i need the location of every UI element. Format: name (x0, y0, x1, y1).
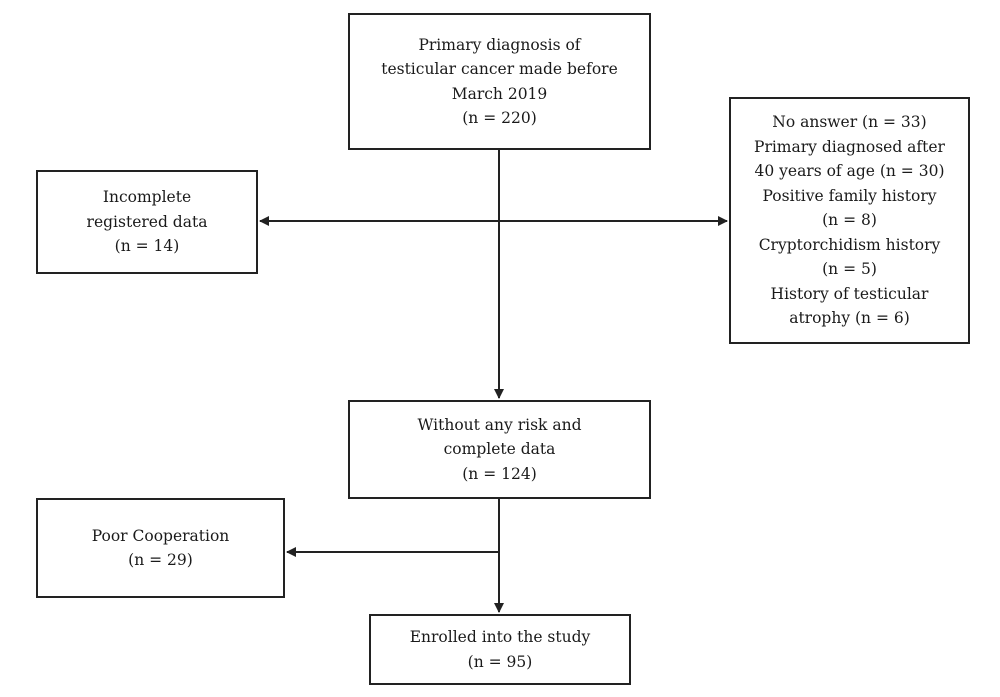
primary-line-2: testicular cancer made before (381, 60, 618, 78)
poor-cooperation-count: (n = 29) (128, 551, 193, 569)
no-risk-line-2: complete data (443, 440, 556, 459)
poor-cooperation-label: Poor Cooperation (91, 526, 230, 545)
exclusion-line-9: atrophy (n = 6) (789, 309, 910, 328)
exclusion-line-5: (n = 8) (822, 211, 877, 230)
no-risk-complete-data-box: Without any risk and complete data (n = … (348, 400, 651, 499)
exclusion-line-2: Primary diagnosed after (754, 137, 945, 156)
incomplete-line-1: Incomplete (102, 188, 192, 207)
primary-diagnosis-box: Primary diagnosis of testicular cancer m… (348, 13, 651, 150)
enrolled-label: Enrolled into the study (409, 628, 591, 646)
exclusion-line-8: History of testicular (770, 284, 929, 303)
exclusion-line-1: No answer (n = 33) (772, 113, 927, 132)
incomplete-count: (n = 14) (114, 237, 180, 256)
exclusion-line-4: Positive family history (762, 186, 937, 205)
primary-line-1: Primary diagnosis of (418, 35, 581, 54)
enrolled-count: (n = 95) (467, 652, 533, 671)
exclusions-box: No answer (n = 33) Primary diagnosed aft… (729, 97, 970, 344)
exclusion-line-6: Cryptorchidism history (758, 235, 941, 254)
no-risk-count: (n = 124) (462, 464, 537, 483)
primary-count: (n = 220) (462, 109, 537, 127)
incomplete-line-2: registered data (86, 212, 208, 231)
no-risk-line-1: Without any risk and (417, 415, 582, 434)
incomplete-data-box: Incomplete registered data (n = 14) (36, 170, 258, 274)
poor-cooperation-box: Poor Cooperation (n = 29) (36, 498, 285, 598)
enrolled-box: Enrolled into the study (n = 95) (369, 614, 631, 685)
exclusion-line-3: 40 years of age (n = 30) (754, 162, 945, 181)
primary-line-3: March 2019 (451, 84, 548, 103)
exclusion-line-7: (n = 5) (822, 260, 877, 279)
